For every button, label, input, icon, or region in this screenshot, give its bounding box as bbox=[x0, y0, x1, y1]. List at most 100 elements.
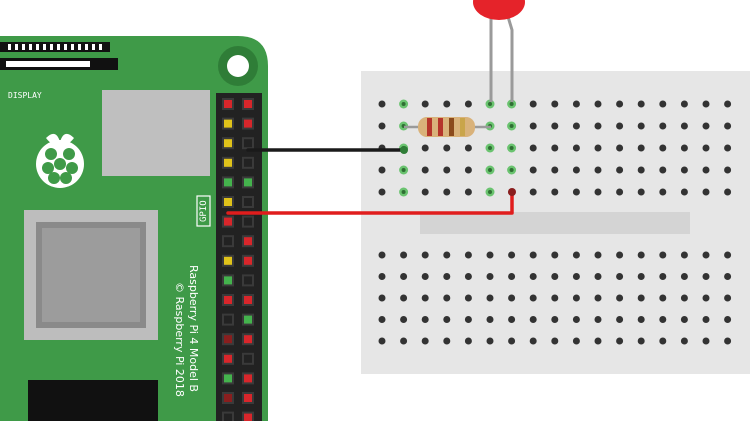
gpio-pin bbox=[244, 237, 252, 246]
gpio-pin bbox=[224, 178, 232, 187]
breadboard-hole bbox=[724, 166, 732, 174]
breadboard-hole bbox=[443, 144, 451, 152]
breadboard-hole bbox=[464, 166, 472, 174]
breadboard-hole bbox=[529, 122, 537, 130]
gpio-pin bbox=[244, 217, 252, 226]
breadboard-hole bbox=[702, 251, 710, 259]
resistor bbox=[404, 117, 491, 137]
display-pin bbox=[36, 44, 39, 50]
breadboard-hole bbox=[680, 122, 688, 130]
breadboard-hole bbox=[551, 144, 559, 152]
breadboard-hole bbox=[659, 100, 667, 108]
breadboard-hole bbox=[594, 294, 602, 302]
gpio-pin bbox=[244, 354, 252, 363]
breadboard-hole bbox=[421, 273, 429, 280]
display-pin bbox=[92, 44, 95, 50]
breadboard-hole bbox=[529, 100, 537, 108]
gpio-pin bbox=[244, 413, 252, 421]
breadboard-hole bbox=[400, 294, 408, 302]
breadboard-hole bbox=[378, 100, 386, 108]
breadboard-hole bbox=[594, 122, 602, 130]
gpio-pin bbox=[224, 374, 232, 383]
board-model-label: Raspberry Pi 4 Model B bbox=[187, 265, 200, 392]
gpio-label-box: GPIO bbox=[196, 195, 211, 227]
gpio-pin bbox=[244, 296, 252, 304]
breadboard-hole bbox=[637, 100, 645, 108]
breadboard-hole bbox=[551, 337, 559, 345]
gpio-pin bbox=[224, 256, 232, 265]
gpio-pin bbox=[224, 100, 232, 108]
breadboard-hole-center bbox=[509, 124, 514, 128]
gpio-pin bbox=[224, 413, 232, 421]
breadboard-hole bbox=[572, 122, 580, 130]
breadboard-hole bbox=[572, 100, 580, 108]
breadboard-hole bbox=[464, 337, 472, 345]
breadboard-hole bbox=[616, 294, 624, 302]
breadboard-hole bbox=[551, 251, 559, 259]
board-copyright-label: © Raspberry Pi 2018 bbox=[173, 282, 186, 397]
breadboard-hole bbox=[421, 166, 429, 174]
gpio-pin bbox=[224, 394, 232, 402]
gpio-pin bbox=[224, 119, 232, 128]
display-connector bbox=[0, 42, 118, 70]
display-connector-pins bbox=[8, 44, 102, 50]
gpio-pin bbox=[244, 394, 252, 402]
breadboard-hole bbox=[421, 316, 429, 323]
breadboard-hole bbox=[637, 294, 645, 302]
breadboard-hole bbox=[421, 337, 429, 345]
wires bbox=[226, 146, 516, 215]
breadboard-hole bbox=[616, 251, 624, 259]
breadboard-hole bbox=[724, 273, 732, 280]
signal-wire bbox=[226, 190, 514, 215]
breadboard-hole bbox=[443, 316, 451, 323]
breadboard-hole bbox=[464, 144, 472, 152]
breadboard-hole-center bbox=[401, 168, 406, 172]
gpio-pin bbox=[244, 315, 252, 324]
gpio-pin bbox=[244, 335, 252, 344]
breadboard-hole bbox=[378, 316, 386, 323]
breadboard-hole bbox=[572, 166, 580, 174]
breadboard-hole bbox=[724, 294, 732, 302]
breadboard-hole bbox=[724, 251, 732, 259]
display-pin bbox=[71, 44, 74, 50]
breadboard-hole bbox=[702, 166, 710, 174]
gpio-pin bbox=[224, 315, 232, 324]
breadboard bbox=[361, 71, 750, 374]
breadboard-hole bbox=[637, 251, 645, 259]
breadboard-hole bbox=[508, 251, 516, 259]
display-pin bbox=[57, 44, 60, 50]
breadboard-hole bbox=[594, 251, 602, 259]
breadboard-hole bbox=[443, 166, 451, 174]
breadboard-hole bbox=[680, 273, 688, 280]
usb-connector bbox=[28, 380, 158, 421]
display-pin bbox=[8, 44, 11, 50]
gpio-pin bbox=[244, 276, 252, 285]
breadboard-hole bbox=[616, 316, 624, 323]
resistor-band bbox=[460, 118, 465, 136]
breadboard-hole bbox=[508, 294, 516, 302]
breadboard-hole-center bbox=[509, 168, 514, 172]
breadboard-hole bbox=[680, 251, 688, 259]
breadboard-hole bbox=[551, 166, 559, 174]
display-pin bbox=[78, 44, 81, 50]
breadboard-hole bbox=[443, 337, 451, 345]
breadboard-hole bbox=[659, 294, 667, 302]
breadboard-hole-center bbox=[509, 102, 514, 106]
breadboard-hole bbox=[594, 316, 602, 323]
breadboard-hole bbox=[594, 273, 602, 280]
led bbox=[473, 0, 525, 102]
display-pin bbox=[50, 44, 53, 50]
breadboard-hole bbox=[529, 337, 537, 345]
breadboard-hole bbox=[400, 316, 408, 323]
breadboard-hole bbox=[659, 337, 667, 345]
breadboard-hole bbox=[378, 294, 386, 302]
breadboard-hole-center bbox=[509, 146, 514, 150]
breadboard-hole-center bbox=[488, 168, 492, 172]
breadboard-hole bbox=[508, 316, 516, 323]
gpio-pin bbox=[224, 354, 232, 363]
breadboard-hole bbox=[529, 144, 537, 152]
gpio-pin bbox=[244, 374, 252, 383]
breadboard-hole bbox=[572, 188, 580, 196]
resistor-band bbox=[438, 118, 443, 136]
breadboard-hole bbox=[594, 100, 602, 108]
